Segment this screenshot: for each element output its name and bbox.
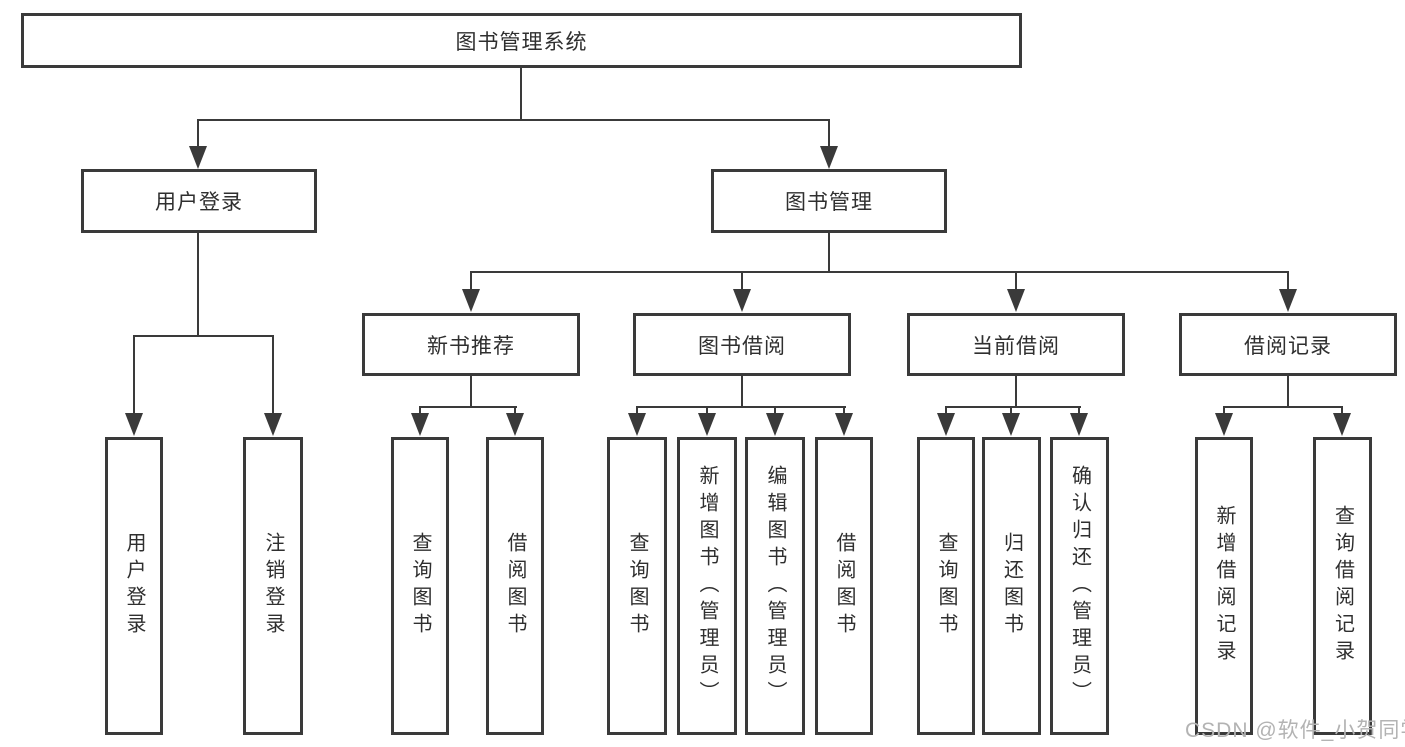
node-root-label: 图书管理系统 — [455, 30, 588, 54]
node-current-borrowing: 当前借阅 — [907, 313, 1125, 376]
connector-drop — [514, 406, 516, 416]
connector-drop — [133, 335, 135, 415]
connector-user-login-stem — [197, 233, 199, 337]
connector-drop — [741, 271, 743, 293]
leaf-user-login: 用户登录 — [105, 437, 163, 735]
node-book-borrowing: 图书借阅 — [633, 313, 851, 376]
connector-drop — [1078, 406, 1080, 416]
connector-drop — [470, 271, 472, 293]
connector-drop — [945, 406, 947, 416]
leaf-edit-book-admin: 编辑图书（管理员） — [745, 437, 805, 735]
leaf-query-borrow-record: 查询借阅记录 — [1313, 437, 1372, 735]
arrowhead-down-icon — [1070, 413, 1088, 436]
leaf-query-borrow-record-label: 查询借阅记录 — [1331, 505, 1354, 667]
arrowhead-down-icon — [733, 289, 751, 312]
node-user-login-label: 用户登录 — [155, 191, 243, 214]
connector-recommend-stem — [470, 376, 472, 408]
node-book-management: 图书管理 — [711, 169, 947, 233]
leaf-return-book-label: 归还图书 — [1000, 532, 1023, 640]
arrowhead-down-icon — [820, 146, 838, 169]
leaf-add-borrow-record: 新增借阅记录 — [1195, 437, 1253, 735]
watermark: CSDN @软件_小贺同学 — [1185, 719, 1405, 742]
leaf-confirm-return-admin-label: 确认归还（管理员） — [1068, 464, 1091, 708]
leaf-query-books-borrowing: 查询图书 — [607, 437, 667, 735]
leaf-logout: 注销登录 — [243, 437, 303, 735]
leaf-add-borrow-record-label: 新增借阅记录 — [1213, 505, 1235, 667]
connector-root-stem — [520, 68, 522, 121]
connector-drop — [774, 406, 776, 416]
leaf-user-login-label: 用户登录 — [123, 532, 145, 640]
leaf-borrow-books-borrowing-label: 借阅图书 — [833, 532, 855, 640]
connector-current-stem — [1015, 376, 1017, 408]
arrowhead-down-icon — [506, 413, 524, 436]
connector-records-stem — [1287, 376, 1289, 408]
connector-drop — [1287, 271, 1289, 293]
arrowhead-down-icon — [937, 413, 955, 436]
arrowhead-down-icon — [698, 413, 716, 436]
arrowhead-down-icon — [628, 413, 646, 436]
connector-level3-bar — [470, 271, 1289, 273]
arrowhead-down-icon — [462, 289, 480, 312]
leaf-query-books-current-label: 查询图书 — [935, 532, 957, 640]
leaf-return-book: 归还图书 — [982, 437, 1041, 735]
leaf-add-book-admin: 新增图书（管理员） — [677, 437, 737, 735]
leaf-confirm-return-admin: 确认归还（管理员） — [1050, 437, 1109, 735]
arrowhead-down-icon — [411, 413, 429, 436]
leaf-borrow-books-recommend-label: 借阅图书 — [504, 532, 526, 640]
node-new-book-recommend: 新书推荐 — [362, 313, 580, 376]
leaf-borrow-books-recommend: 借阅图书 — [486, 437, 544, 735]
connector-user-login-bar — [133, 335, 274, 337]
connector-drop — [419, 406, 421, 416]
node-new-book-recommend-label: 新书推荐 — [427, 334, 515, 358]
node-borrowing-records: 借阅记录 — [1179, 313, 1397, 376]
arrowhead-down-icon — [125, 413, 143, 436]
connector-drop — [636, 406, 638, 416]
leaf-edit-book-admin-label: 编辑图书（管理员） — [764, 464, 786, 708]
node-book-borrowing-label: 图书借阅 — [698, 334, 786, 358]
connector-book-mgmt-drop — [828, 119, 830, 149]
connector-borrowing-bar — [636, 406, 846, 408]
node-current-borrowing-label: 当前借阅 — [972, 334, 1060, 358]
connector-user-login-drop — [197, 119, 199, 149]
arrowhead-down-icon — [1215, 413, 1233, 436]
leaf-add-book-admin-label: 新增图书（管理员） — [696, 464, 718, 708]
arrowhead-down-icon — [766, 413, 784, 436]
arrowhead-down-icon — [1333, 413, 1351, 436]
leaf-logout-label: 注销登录 — [262, 532, 284, 640]
arrowhead-down-icon — [835, 413, 853, 436]
connector-drop — [1223, 406, 1225, 416]
node-root: 图书管理系统 — [21, 13, 1022, 68]
leaf-query-books-borrowing-label: 查询图书 — [626, 532, 648, 640]
connector-drop — [706, 406, 708, 416]
arrowhead-down-icon — [264, 413, 282, 436]
connector-drop — [272, 335, 274, 415]
leaf-query-books-recommend-label: 查询图书 — [409, 532, 431, 640]
connector-drop — [843, 406, 845, 416]
connector-current-bar — [945, 406, 1081, 408]
connector-drop — [1341, 406, 1343, 416]
arrowhead-down-icon — [1007, 289, 1025, 312]
arrowhead-down-icon — [189, 146, 207, 169]
connector-recommend-bar — [419, 406, 517, 408]
connector-records-bar — [1223, 406, 1343, 408]
node-user-login: 用户登录 — [81, 169, 317, 233]
node-book-management-label: 图书管理 — [785, 191, 873, 214]
connector-book-mgmt-stem — [828, 233, 830, 273]
leaf-borrow-books-borrowing: 借阅图书 — [815, 437, 873, 735]
arrowhead-down-icon — [1002, 413, 1020, 436]
leaf-query-books-current: 查询图书 — [917, 437, 975, 735]
connector-borrowing-stem — [741, 376, 743, 408]
node-borrowing-records-label: 借阅记录 — [1244, 334, 1332, 358]
connector-drop — [1015, 271, 1017, 293]
leaf-query-books-recommend: 查询图书 — [391, 437, 449, 735]
connector-level2-bar — [197, 119, 830, 121]
arrowhead-down-icon — [1279, 289, 1297, 312]
connector-drop — [1010, 406, 1012, 416]
